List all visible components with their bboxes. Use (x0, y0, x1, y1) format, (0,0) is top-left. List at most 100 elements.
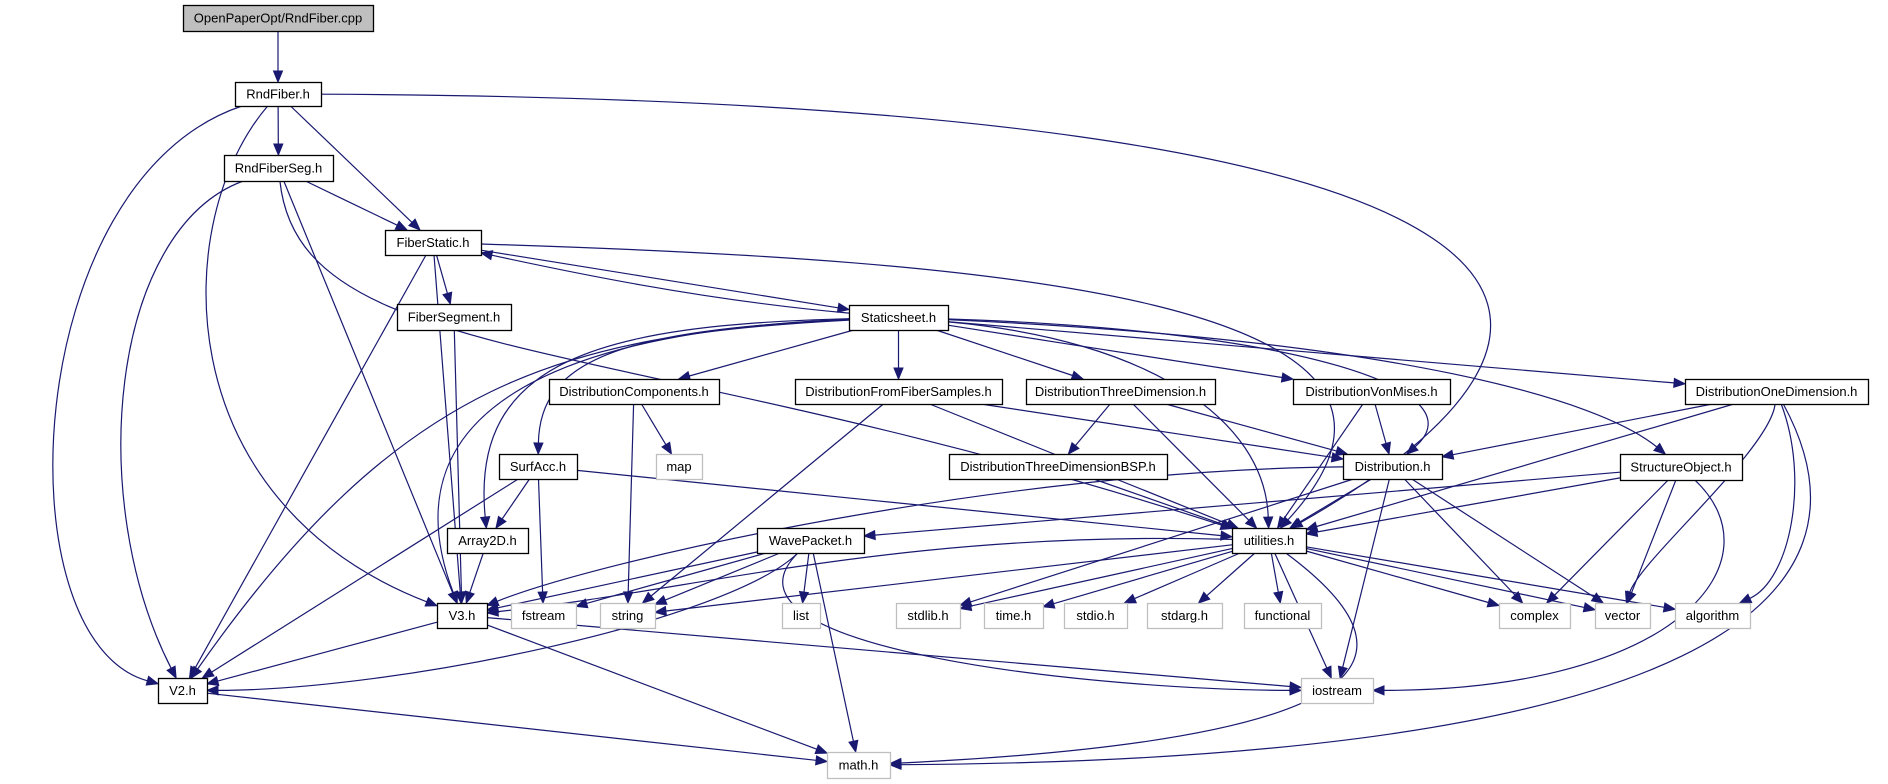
node-box (1300, 677, 1375, 705)
arrowhead-icon (1288, 517, 1303, 529)
node-distribution-h[interactable]: Distribution.h (1342, 453, 1444, 481)
edge-line (206, 692, 817, 761)
node-vector[interactable]: vector (1594, 602, 1652, 630)
edge-v2-to-math (206, 692, 829, 766)
node-stdio-h[interactable]: stdio.h (1063, 602, 1129, 630)
node-rndfiber-h[interactable]: RndFiber.h (234, 81, 323, 108)
arrowhead-icon (815, 755, 829, 766)
edge-line (1093, 478, 1224, 525)
node-v2-h[interactable]: V2.h (157, 677, 209, 705)
node-wavepacket-h[interactable]: WavePacket.h (756, 527, 866, 555)
node-stdlib-h[interactable]: stdlib.h (895, 602, 962, 630)
node-label: vector (1605, 608, 1641, 623)
arrowhead-icon (1653, 442, 1667, 455)
edge-line (1132, 403, 1250, 521)
node-label: SurfAcc.h (510, 459, 566, 474)
edge-line (1298, 478, 1372, 523)
node-surfacc-h[interactable]: SurfAcc.h (498, 453, 579, 481)
edge-line (480, 249, 839, 309)
edge-staticsheet-to-structureobject (947, 319, 1667, 455)
edge-line (480, 243, 1336, 521)
node-fiberstatic-h[interactable]: FiberStatic.h (384, 229, 483, 257)
arrowhead-icon (1262, 516, 1274, 530)
node-algorithm[interactable]: algorithm (1674, 602, 1752, 630)
node-label: Array2D.h (458, 533, 517, 548)
edge-distfromfiber-to-distribution (980, 403, 1345, 463)
node-label: RndFiberSeg.h (235, 161, 322, 176)
node-string[interactable]: string (599, 602, 657, 630)
edge-distribution-to-utilities (1288, 478, 1372, 529)
edge-staticsheet-to-fiberstatic (479, 250, 850, 314)
node-functional[interactable]: functional (1243, 602, 1323, 630)
node-label: stdlib.h (907, 608, 948, 623)
node-fibersegment-h[interactable]: FiberSegment.h (396, 303, 513, 332)
edge-wavepacket-to-v2 (205, 552, 799, 696)
arrowhead-icon (442, 291, 453, 306)
edge-line (290, 105, 413, 223)
arrowhead-icon (1626, 590, 1637, 605)
edge-utilities-to-math (888, 552, 1358, 769)
edge-staticsheet-to-dist1d (947, 321, 1687, 388)
node-utilities-h[interactable]: utilities.h (1231, 527, 1308, 555)
node-distributiononedimension-h[interactable]: DistributionOneDimension.h (1684, 378, 1870, 406)
edge-staticsheet-to-utilities (947, 321, 1274, 530)
arrowhead-icon (408, 218, 421, 231)
node-box (826, 751, 892, 780)
arrowhead-icon (661, 441, 673, 456)
arrowhead-icon (1070, 370, 1085, 381)
node-math-h[interactable]: math.h (826, 751, 892, 780)
node-distributionthreedimension-h[interactable]: DistributionThreeDimension.h (1025, 378, 1217, 406)
node-distributionvonmises-h[interactable]: DistributionVonMises.h (1292, 378, 1452, 406)
node-v3-h[interactable]: V3.h (436, 602, 489, 630)
arrowhead-icon (495, 515, 507, 530)
node-structureobject-h[interactable]: StructureObject.h (1619, 453, 1744, 482)
node-label: Staticsheet.h (861, 310, 936, 325)
node-complex[interactable]: complex (1498, 602, 1572, 630)
node-box (781, 602, 822, 630)
arrowhead-icon (888, 757, 902, 769)
node-time-h[interactable]: time.h (983, 602, 1045, 630)
arrowhead-icon (201, 667, 215, 679)
arrowhead-icon (1123, 593, 1138, 604)
arrowhead-icon (1244, 516, 1258, 529)
edge-staticsheet-to-v3 (437, 318, 850, 605)
node-box (157, 677, 209, 705)
edge-structureobject-to-utilities (1304, 477, 1621, 538)
node-fstream[interactable]: fstream (510, 602, 578, 630)
node-distributionthreedimensionbsp-h[interactable]: DistributionThreeDimensionBSP.h (948, 453, 1169, 481)
edge-line (947, 318, 1429, 448)
edge-line (1554, 479, 1669, 596)
edge-line (1053, 550, 1233, 605)
edge-distribution-to-v3 (485, 466, 1344, 607)
edge-dist1d-to-distribution (1440, 403, 1713, 460)
node-iostream[interactable]: iostream (1300, 677, 1375, 705)
node-list[interactable]: list (781, 602, 822, 630)
node-box (983, 602, 1045, 630)
edge-line (1411, 478, 1595, 598)
node-box (794, 378, 1004, 406)
edge-line (501, 478, 530, 520)
node-array2d-h[interactable]: Array2D.h (446, 527, 530, 555)
edge-line (437, 318, 850, 593)
node-distributioncomponents-h[interactable]: DistributionComponents.h (548, 378, 721, 406)
node-map[interactable]: map (655, 453, 704, 481)
node-box (756, 527, 866, 555)
node-box (895, 602, 962, 630)
edge-utilities-to-stdlib (958, 548, 1233, 612)
node-distributionfromfibersamples-h[interactable]: DistributionFromFiberSamples.h (794, 378, 1004, 406)
node-box (1619, 453, 1744, 482)
node-staticsheet-h[interactable]: Staticsheet.h (848, 304, 950, 332)
arrowhead-icon (1380, 441, 1391, 456)
arrowhead-icon (574, 598, 589, 609)
node-stdarg-h[interactable]: stdarg.h (1146, 602, 1224, 630)
node-box (1243, 602, 1323, 630)
node-openpaperopt-rndfiber-cpp[interactable]: OpenPaperOpt/RndFiber.cpp (182, 4, 375, 33)
node-box (234, 81, 323, 108)
edge-utilities-to-functional (1270, 552, 1284, 605)
arrowhead-icon (145, 675, 160, 686)
edge-line (469, 552, 484, 593)
edge-line (52, 105, 243, 682)
node-label: DistributionComponents.h (559, 384, 709, 399)
node-rndfiberseg-h[interactable]: RndFiberSeg.h (223, 154, 335, 183)
